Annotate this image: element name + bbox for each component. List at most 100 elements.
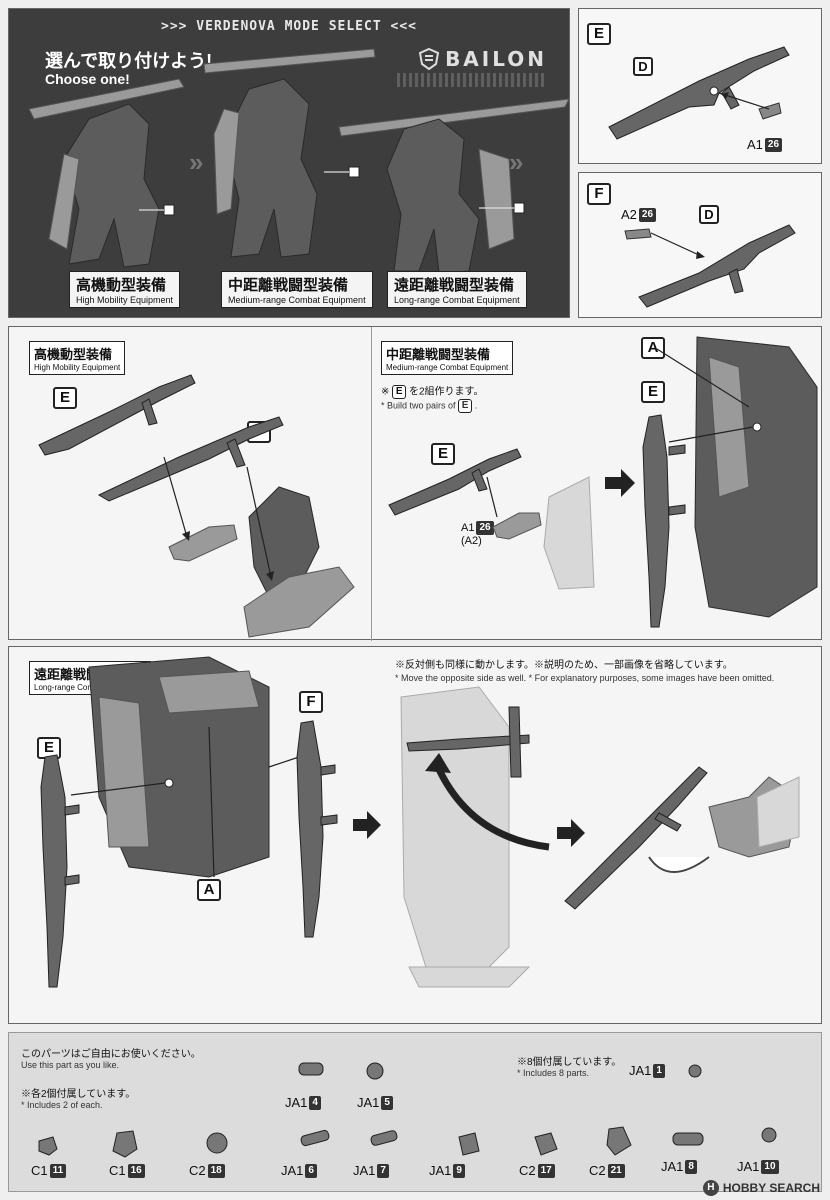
- rifle-part: [608, 46, 790, 140]
- note-letter: E: [458, 399, 473, 413]
- spare-note-two: ※各2個付属しています。 * Includes 2 of each.: [21, 1085, 135, 1110]
- part-number: 1: [653, 1063, 665, 1078]
- part-letter-e: E: [641, 381, 665, 403]
- part-number: 5: [381, 1095, 393, 1110]
- mode-label-high: 高機動型装備 High Mobility Equipment: [69, 271, 181, 308]
- part-number: 26: [638, 207, 657, 222]
- mode-label-en: High Mobility Equipment: [76, 295, 174, 305]
- section-label-medium: 中距離戦闘型装備 Medium-range Combat Equipment: [381, 341, 514, 375]
- spare-part-ja1-5: JA1 5: [357, 1095, 393, 1110]
- mode-label-jp: 遠距離戦闘型装備: [394, 277, 515, 294]
- section-label-jp: 高機動型装備: [34, 347, 113, 362]
- note-en: * Includes 8 parts.: [517, 1068, 590, 1078]
- spare-part-c1-11: C1 11: [31, 1163, 67, 1178]
- part-number: 21: [607, 1163, 625, 1178]
- note-jp: ※反対側も同様に動かします。※説明のため、一部画像を省略しています。: [395, 660, 733, 671]
- part-ref-alt: (A2): [461, 535, 482, 547]
- step-f-panel: F D A2 26: [578, 172, 822, 318]
- brand-logo: BAILON: [418, 47, 547, 71]
- spare-part-ja1-10: JA1 10: [737, 1159, 779, 1174]
- long-range-panel: 遠距離戦闘型装備 Long-range Combat Equipment ※反対…: [8, 646, 822, 1024]
- step-e-letter: E: [587, 23, 611, 45]
- part-label: A1: [747, 137, 763, 152]
- divider: [371, 327, 372, 641]
- high-medium-panel: 高機動型装備 High Mobility Equipment E F 中距離戦闘…: [8, 326, 822, 641]
- watermark: H HOBBY SEARCH: [702, 1180, 820, 1196]
- part-label: A1: [461, 522, 475, 534]
- note-en-text: * Build two pairs of: [381, 400, 456, 411]
- rifle-part: [624, 224, 796, 308]
- part-number: 16: [127, 1163, 145, 1178]
- spare-part-ja1-1: JA1 1: [629, 1063, 665, 1078]
- medium-range-diagram: [388, 336, 818, 628]
- note-letter: E: [392, 385, 407, 399]
- mode-select-title: >>> VERDENOVA MODE SELECT <<<: [161, 19, 417, 34]
- part-number: 11: [49, 1163, 67, 1178]
- high-mobility-diagram: [38, 374, 355, 638]
- part-label: JA1: [737, 1159, 760, 1174]
- long-note: ※反対側も同様に動かします。※説明のため、一部画像を省略しています。 * Mov…: [395, 659, 774, 685]
- mode-select-panel: >>> VERDENOVA MODE SELECT <<< 選んで取り付けよう!…: [8, 8, 570, 318]
- brand-fine-print: [397, 73, 547, 87]
- spare-parts-panel: このパーツはご自由にお使いください。 Use this part as you …: [8, 1032, 822, 1192]
- part-label: JA1: [629, 1063, 652, 1078]
- sub-letter-d: D: [699, 205, 719, 224]
- watermark-logo: H: [702, 1180, 719, 1196]
- watermark-text: HOBBY SEARCH: [722, 1181, 820, 1195]
- note-en: Use this part as you like.: [21, 1060, 120, 1070]
- part-ref: A2 26: [621, 207, 657, 222]
- note-jp: ※8個付属しています。: [517, 1057, 622, 1068]
- part-number: 6: [305, 1163, 317, 1178]
- chevron-right-icon: »: [189, 147, 204, 177]
- section-label-en: Medium-range Combat Equipment: [386, 363, 509, 372]
- heading-en: Choose one!: [45, 71, 130, 87]
- spare-note-eight: ※8個付属しています。 * Includes 8 parts.: [517, 1053, 621, 1078]
- spare-part-shapes: [38, 1062, 777, 1158]
- part-letter-e: E: [431, 443, 455, 465]
- spare-part-ja1-7: JA1 7: [353, 1163, 389, 1178]
- part-label: JA1: [357, 1095, 380, 1110]
- part-label: C1: [109, 1163, 126, 1178]
- step-e-panel: E D A1 26: [578, 8, 822, 164]
- mode-label-en: Long-range Combat Equipment: [394, 295, 520, 305]
- part-number: 8: [685, 1159, 697, 1174]
- part-number: 4: [309, 1095, 321, 1110]
- spare-note-free: このパーツはご自由にお使いください。 Use this part as you …: [21, 1045, 201, 1070]
- spare-part-c2-21: C2 21: [589, 1163, 625, 1178]
- section-label-jp: 中距離戦闘型装備: [386, 347, 491, 362]
- mode-label-jp: 中距離戦闘型装備: [228, 277, 349, 294]
- arrow-right-icon: [557, 819, 585, 847]
- part-number: 17: [537, 1163, 555, 1178]
- part-number: 9: [453, 1163, 465, 1178]
- part-label: C2: [589, 1163, 606, 1178]
- arrow-right-icon: [353, 811, 381, 839]
- part-number: 10: [761, 1159, 779, 1174]
- part-label: JA1: [281, 1163, 304, 1178]
- spare-part-ja1-9: JA1 9: [429, 1163, 465, 1178]
- note-jp-prefix: ※: [381, 386, 390, 398]
- section-label-en: High Mobility Equipment: [34, 363, 121, 372]
- spare-part-ja1-8: JA1 8: [661, 1159, 697, 1174]
- note-jp: このパーツはご自由にお使いください。: [21, 1049, 201, 1060]
- step-f-letter: F: [587, 183, 611, 205]
- part-label: JA1: [353, 1163, 376, 1178]
- part-label: JA1: [661, 1159, 684, 1174]
- spare-part-c1-16: C1 16: [109, 1163, 145, 1178]
- brand-name: BAILON: [445, 47, 547, 71]
- arrow-right-icon: [605, 469, 635, 497]
- mode-label-medium: 中距離戦闘型装備 Medium-range Combat Equipment: [221, 271, 373, 308]
- section-label-high: 高機動型装備 High Mobility Equipment: [29, 341, 126, 375]
- robot-illustrations: [28, 48, 569, 274]
- part-letter-e: E: [53, 387, 77, 409]
- note-en: * Includes 2 of each.: [21, 1100, 103, 1110]
- part-label: A2: [621, 207, 637, 222]
- part-letter-f: F: [299, 691, 323, 713]
- long-range-diagram: [40, 656, 800, 988]
- note-jp: ※各2個付属しています。: [21, 1089, 136, 1100]
- mode-label-jp: 高機動型装備: [76, 277, 167, 294]
- heading-jp: 選んで取り付けよう!: [45, 51, 213, 71]
- part-number: 26: [764, 137, 783, 152]
- part-label: JA1: [429, 1163, 452, 1178]
- mode-label-en: Medium-range Combat Equipment: [228, 295, 366, 305]
- spare-part-c2-17: C2 17: [519, 1163, 555, 1178]
